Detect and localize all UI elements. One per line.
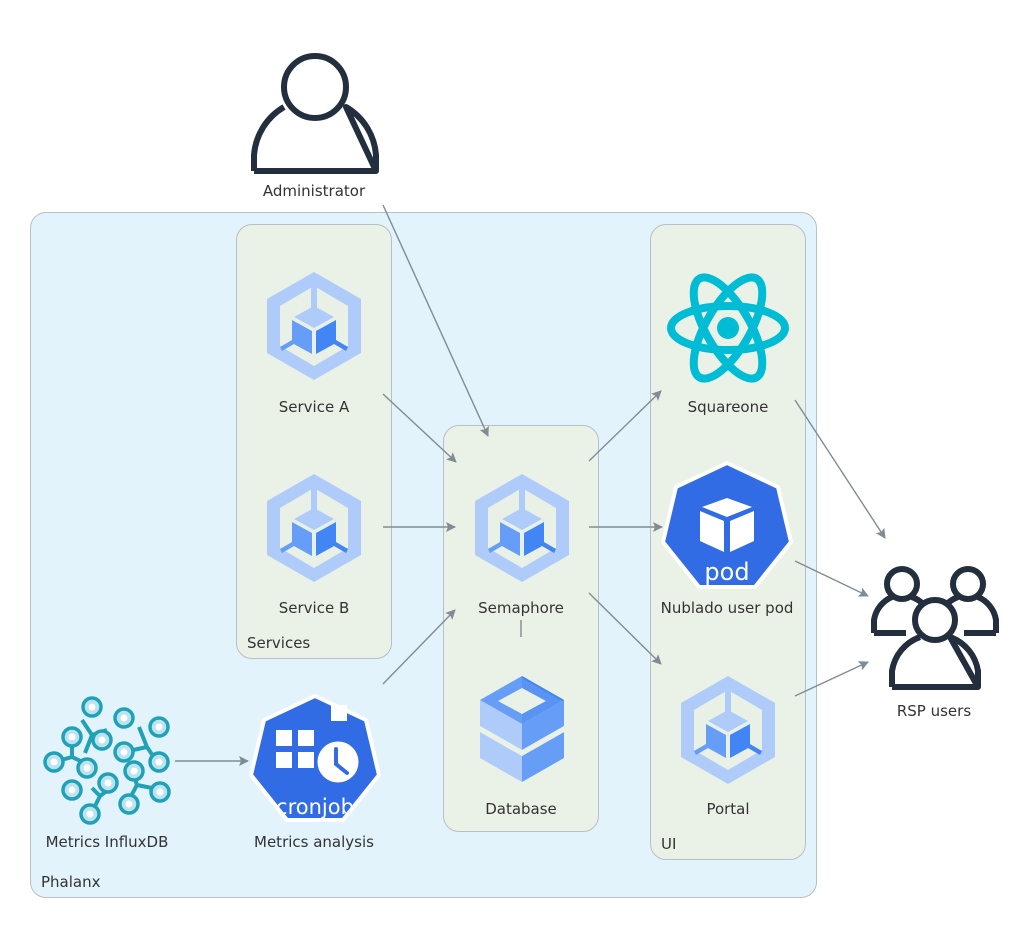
database-label: Database: [485, 800, 557, 818]
rsp-users-icon: [871, 566, 999, 690]
database-icon: [480, 676, 564, 782]
metrics-analysis-label: Metrics analysis: [254, 833, 374, 851]
service-a-label: Service A: [278, 398, 350, 416]
edge-semaphore-squareone: [588, 390, 662, 462]
group-phalanx-label: Phalanx: [41, 873, 101, 891]
metrics-analysis-cronjob-icon: cronjob: [249, 694, 381, 822]
semaphore-label: Semaphore: [478, 599, 564, 617]
service-b-icon: [267, 474, 361, 582]
nublado-user-pod-label: Nublado user pod: [660, 599, 794, 617]
edge-portal-rsp-users: [794, 661, 869, 697]
metrics-influxdb-icon: [43, 696, 171, 825]
group-services-label: Services: [247, 634, 311, 652]
service-a-icon: [267, 272, 361, 380]
portal-icon: [681, 676, 775, 784]
cronjob-text: cronjob: [276, 795, 354, 819]
metrics-influxdb-label: Metrics InfluxDB: [45, 833, 169, 851]
nublado-pod-icon: pod: [661, 461, 793, 589]
edge-service-a-semaphore: [382, 393, 457, 463]
service-b-label: Service B: [278, 599, 350, 617]
edge-nublado-rsp-users: [794, 560, 869, 597]
edge-metrics-analysis-semaphore: [382, 609, 456, 685]
edge-squareone-rsp-users: [794, 399, 886, 539]
squareone-label: Squareone: [687, 398, 769, 416]
group-ui-label: UI: [661, 835, 677, 853]
portal-label: Portal: [706, 800, 750, 818]
squareone-react-icon: [667, 273, 789, 383]
semaphore-icon: [475, 474, 569, 582]
pod-text: pod: [704, 558, 749, 586]
administrator-icon: [251, 53, 379, 174]
group-services: Services: [236, 224, 392, 659]
edge-semaphore-portal: [588, 592, 662, 665]
rsp-users-label: RSP users: [896, 702, 972, 720]
edge-administrator-semaphore: [382, 204, 489, 437]
administrator-label: Administrator: [262, 182, 366, 200]
